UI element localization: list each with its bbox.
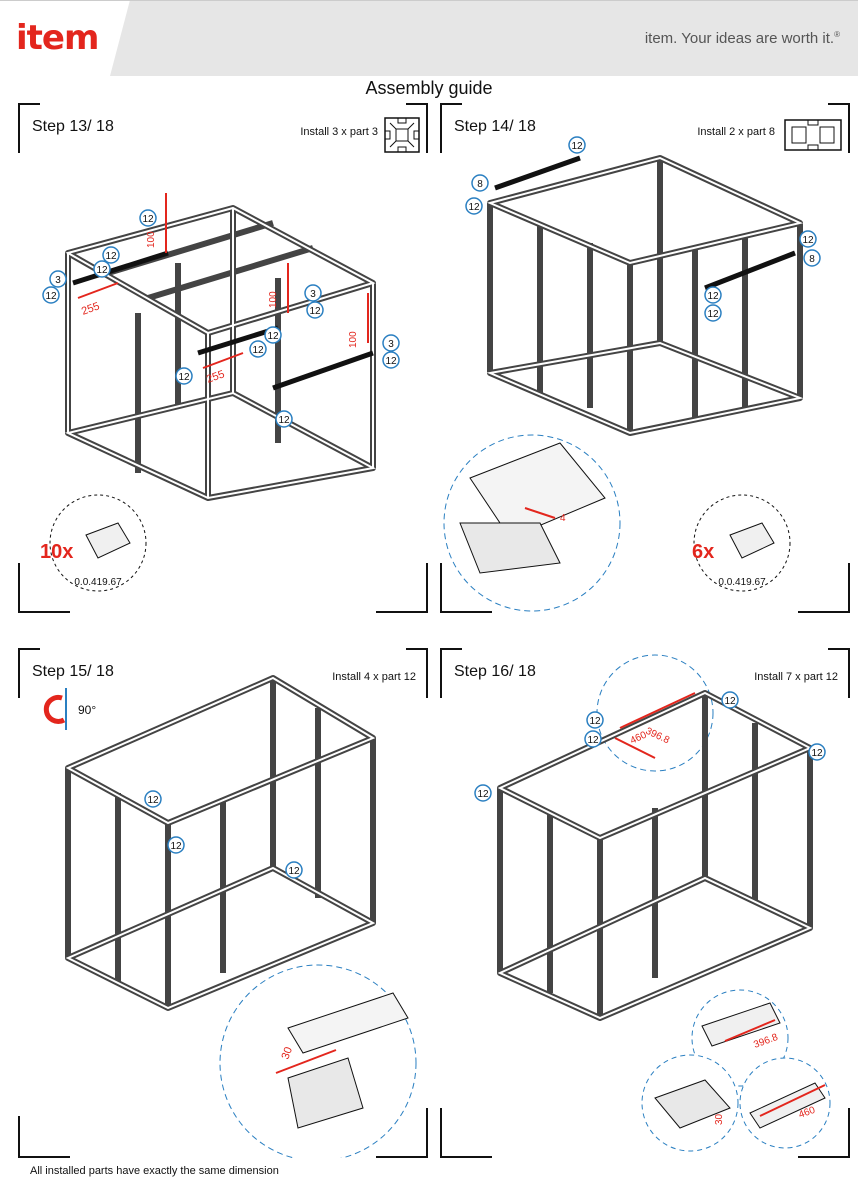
svg-text:12: 12 [178, 372, 190, 383]
page-title: Assembly guide [365, 78, 493, 98]
svg-text:12: 12 [385, 356, 397, 367]
svg-text:12: 12 [252, 345, 264, 356]
svg-text:12: 12 [105, 251, 117, 262]
svg-text:8: 8 [477, 179, 483, 190]
footnote: All installed parts have exactly the sam… [30, 1165, 279, 1177]
svg-text:12: 12 [811, 748, 823, 759]
header-band [0, 0, 858, 76]
install-instruction: Install 3 x part 3 [300, 126, 378, 138]
step-title: Step 15/ 18 [32, 663, 114, 680]
svg-text:0.0.419.67: 0.0.419.67 [74, 577, 122, 588]
svg-text:12: 12 [589, 716, 601, 727]
svg-text:30: 30 [714, 1113, 725, 1125]
step-14-panel: Step 14/ 18 Install 2 x part 8 4 [440, 103, 850, 613]
step-title: Step 13/ 18 [32, 118, 114, 135]
tagline: item. Your ideas are worth it.® [644, 30, 840, 47]
item-logo: item [16, 18, 99, 58]
svg-text:12: 12 [587, 735, 599, 746]
install-instruction: Install 4 x part 12 [332, 671, 416, 683]
profile-double-icon [784, 119, 842, 151]
svg-text:12: 12 [267, 331, 279, 342]
svg-text:12: 12 [707, 309, 719, 320]
svg-text:4: 4 [560, 513, 566, 524]
svg-text:12: 12 [468, 202, 480, 213]
svg-text:12: 12 [45, 291, 57, 302]
callout-12: 12 [142, 214, 154, 225]
svg-text:12: 12 [571, 141, 583, 152]
svg-text:255: 255 [205, 368, 226, 386]
install-instruction: Install 2 x part 8 [697, 126, 775, 138]
step-title: Step 14/ 18 [454, 118, 536, 135]
svg-text:12: 12 [170, 841, 182, 852]
svg-text:12: 12 [802, 235, 814, 246]
svg-text:12: 12 [724, 696, 736, 707]
svg-text:0.0.419.67: 0.0.419.67 [718, 577, 766, 588]
part-badge: 6x 0.0.419.67 [692, 494, 791, 592]
svg-text:12: 12 [278, 415, 290, 426]
step-13-frame-drawing: 255 255 100 100 100 12 12 12 3 12 3 12 1… [40, 193, 400, 592]
step-15-panel: Step 15/ 18 Install 4 x part 12 90° 30 1… [18, 648, 428, 1158]
step-16-frame-drawing: 396.8 460 396.8 30 460 12 12 12 12 12 [474, 654, 831, 1152]
step-15-frame-drawing: 90° 30 12 12 12 [43, 675, 417, 1158]
step-14-frame-drawing: 4 12 8 12 12 8 12 12 6x 0.0.419.67 [443, 136, 821, 612]
svg-text:12: 12 [96, 265, 108, 276]
part-badge: 10x 0.0.419.67 [40, 494, 147, 592]
svg-text:30: 30 [280, 1045, 295, 1061]
svg-text:3: 3 [388, 339, 394, 350]
page-header: item item. Your ideas are worth it.® [0, 0, 858, 76]
svg-text:8: 8 [809, 254, 815, 265]
svg-text:6x: 6x [692, 541, 714, 563]
svg-text:3: 3 [310, 289, 316, 300]
step-title: Step 16/ 18 [454, 663, 536, 680]
svg-text:100: 100 [348, 331, 359, 348]
svg-text:12: 12 [147, 795, 159, 806]
svg-text:90°: 90° [78, 703, 96, 717]
svg-text:100: 100 [268, 291, 279, 308]
svg-text:12: 12 [309, 306, 321, 317]
svg-text:3: 3 [55, 275, 61, 286]
step-13-panel: Step 13/ 18 Install 3 x part 3 [18, 103, 428, 613]
svg-text:100: 100 [146, 231, 157, 248]
svg-text:12: 12 [477, 789, 489, 800]
svg-text:12: 12 [288, 866, 300, 877]
profile-square-icon [384, 117, 420, 153]
rotate-icon: 90° [43, 688, 96, 730]
svg-text:10x: 10x [40, 541, 73, 563]
step-16-panel: Step 16/ 18 Install 7 x part 12 396.8 46… [440, 648, 850, 1158]
svg-text:12: 12 [707, 291, 719, 302]
svg-text:255: 255 [80, 300, 101, 318]
svg-text:396.8: 396.8 [644, 726, 672, 747]
install-instruction: Install 7 x part 12 [754, 671, 838, 683]
